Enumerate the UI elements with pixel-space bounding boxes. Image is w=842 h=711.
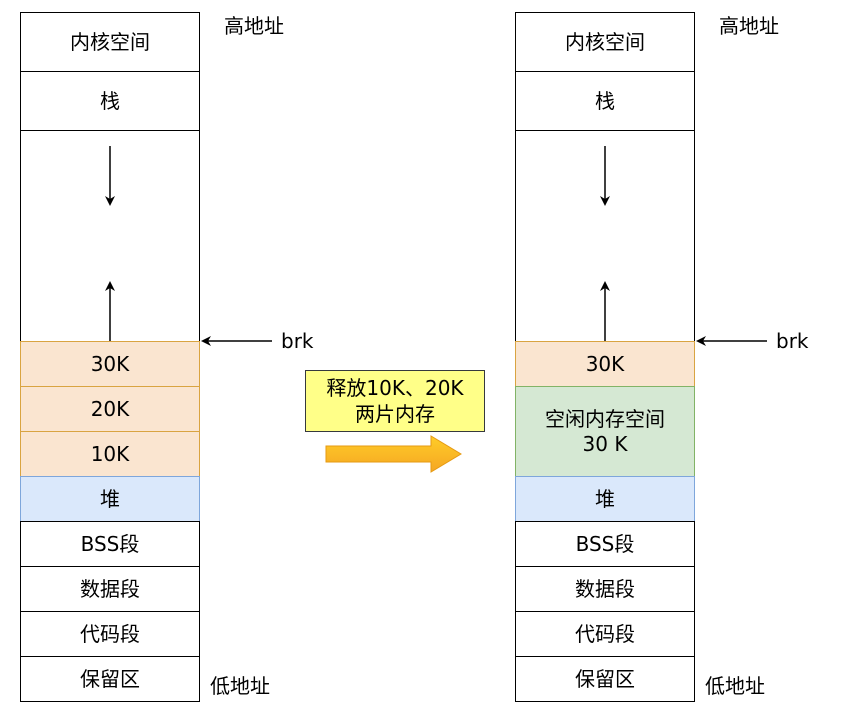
right-free-line-2: 30 K: [582, 431, 628, 456]
callout-line-1: 释放10K、20K: [326, 376, 464, 400]
right-stack-label: 栈: [595, 88, 615, 113]
left-heap-segment: 堆: [20, 476, 200, 522]
right-free-memory-text: 空闲内存空间 30 K: [545, 407, 665, 457]
right-reserved-segment: 保留区: [515, 656, 695, 702]
right-kernel-label: 内核空间: [565, 29, 645, 54]
release-memory-callout: 释放10K、20K 两片内存: [305, 370, 485, 432]
right-heap-label: 堆: [595, 486, 615, 511]
callout-line-2: 两片内存: [355, 402, 435, 426]
left-stack-label: 栈: [100, 88, 120, 113]
right-free-line-1: 空闲内存空间: [545, 406, 665, 431]
right-block-30k: 30K: [515, 341, 695, 387]
right-bss-segment: BSS段: [515, 521, 695, 567]
right-block-30k-label: 30K: [585, 351, 625, 376]
left-bss-segment: BSS段: [20, 521, 200, 567]
right-stack-segment: 栈: [515, 71, 695, 131]
right-gap-region: [515, 130, 695, 342]
transition-arrow: [325, 435, 462, 473]
right-free-memory-block: 空闲内存空间 30 K: [515, 386, 695, 477]
left-bss-label: BSS段: [80, 531, 140, 556]
left-block-10k: 10K: [20, 431, 200, 477]
right-data-segment: 数据段: [515, 566, 695, 612]
left-block-20k-label: 20K: [90, 396, 130, 421]
right-brk-label: brk: [776, 329, 809, 353]
right-high-address-label: 高地址: [719, 14, 779, 38]
left-reserved-segment: 保留区: [20, 656, 200, 702]
left-stack-segment: 栈: [20, 71, 200, 131]
left-gap-region: [20, 130, 200, 342]
left-block-30k-label: 30K: [90, 351, 130, 376]
right-low-address-label: 低地址: [705, 674, 765, 698]
right-data-label: 数据段: [575, 576, 635, 601]
right-heap-segment: 堆: [515, 476, 695, 522]
left-low-address-label: 低地址: [210, 674, 270, 698]
left-block-10k-label: 10K: [90, 441, 130, 466]
right-code-label: 代码段: [575, 621, 635, 646]
left-data-segment: 数据段: [20, 566, 200, 612]
left-reserved-label: 保留区: [80, 666, 140, 691]
right-reserved-label: 保留区: [575, 666, 635, 691]
left-block-20k: 20K: [20, 386, 200, 432]
left-data-label: 数据段: [80, 576, 140, 601]
left-block-30k: 30K: [20, 341, 200, 387]
left-high-address-label: 高地址: [224, 14, 284, 38]
right-kernel-space: 内核空间: [515, 12, 695, 72]
left-kernel-space: 内核空间: [20, 12, 200, 72]
left-code-label: 代码段: [80, 621, 140, 646]
left-code-segment: 代码段: [20, 611, 200, 657]
left-heap-label: 堆: [100, 486, 120, 511]
left-brk-label: brk: [281, 329, 314, 353]
right-bss-label: BSS段: [575, 531, 635, 556]
right-code-segment: 代码段: [515, 611, 695, 657]
left-kernel-label: 内核空间: [70, 29, 150, 54]
